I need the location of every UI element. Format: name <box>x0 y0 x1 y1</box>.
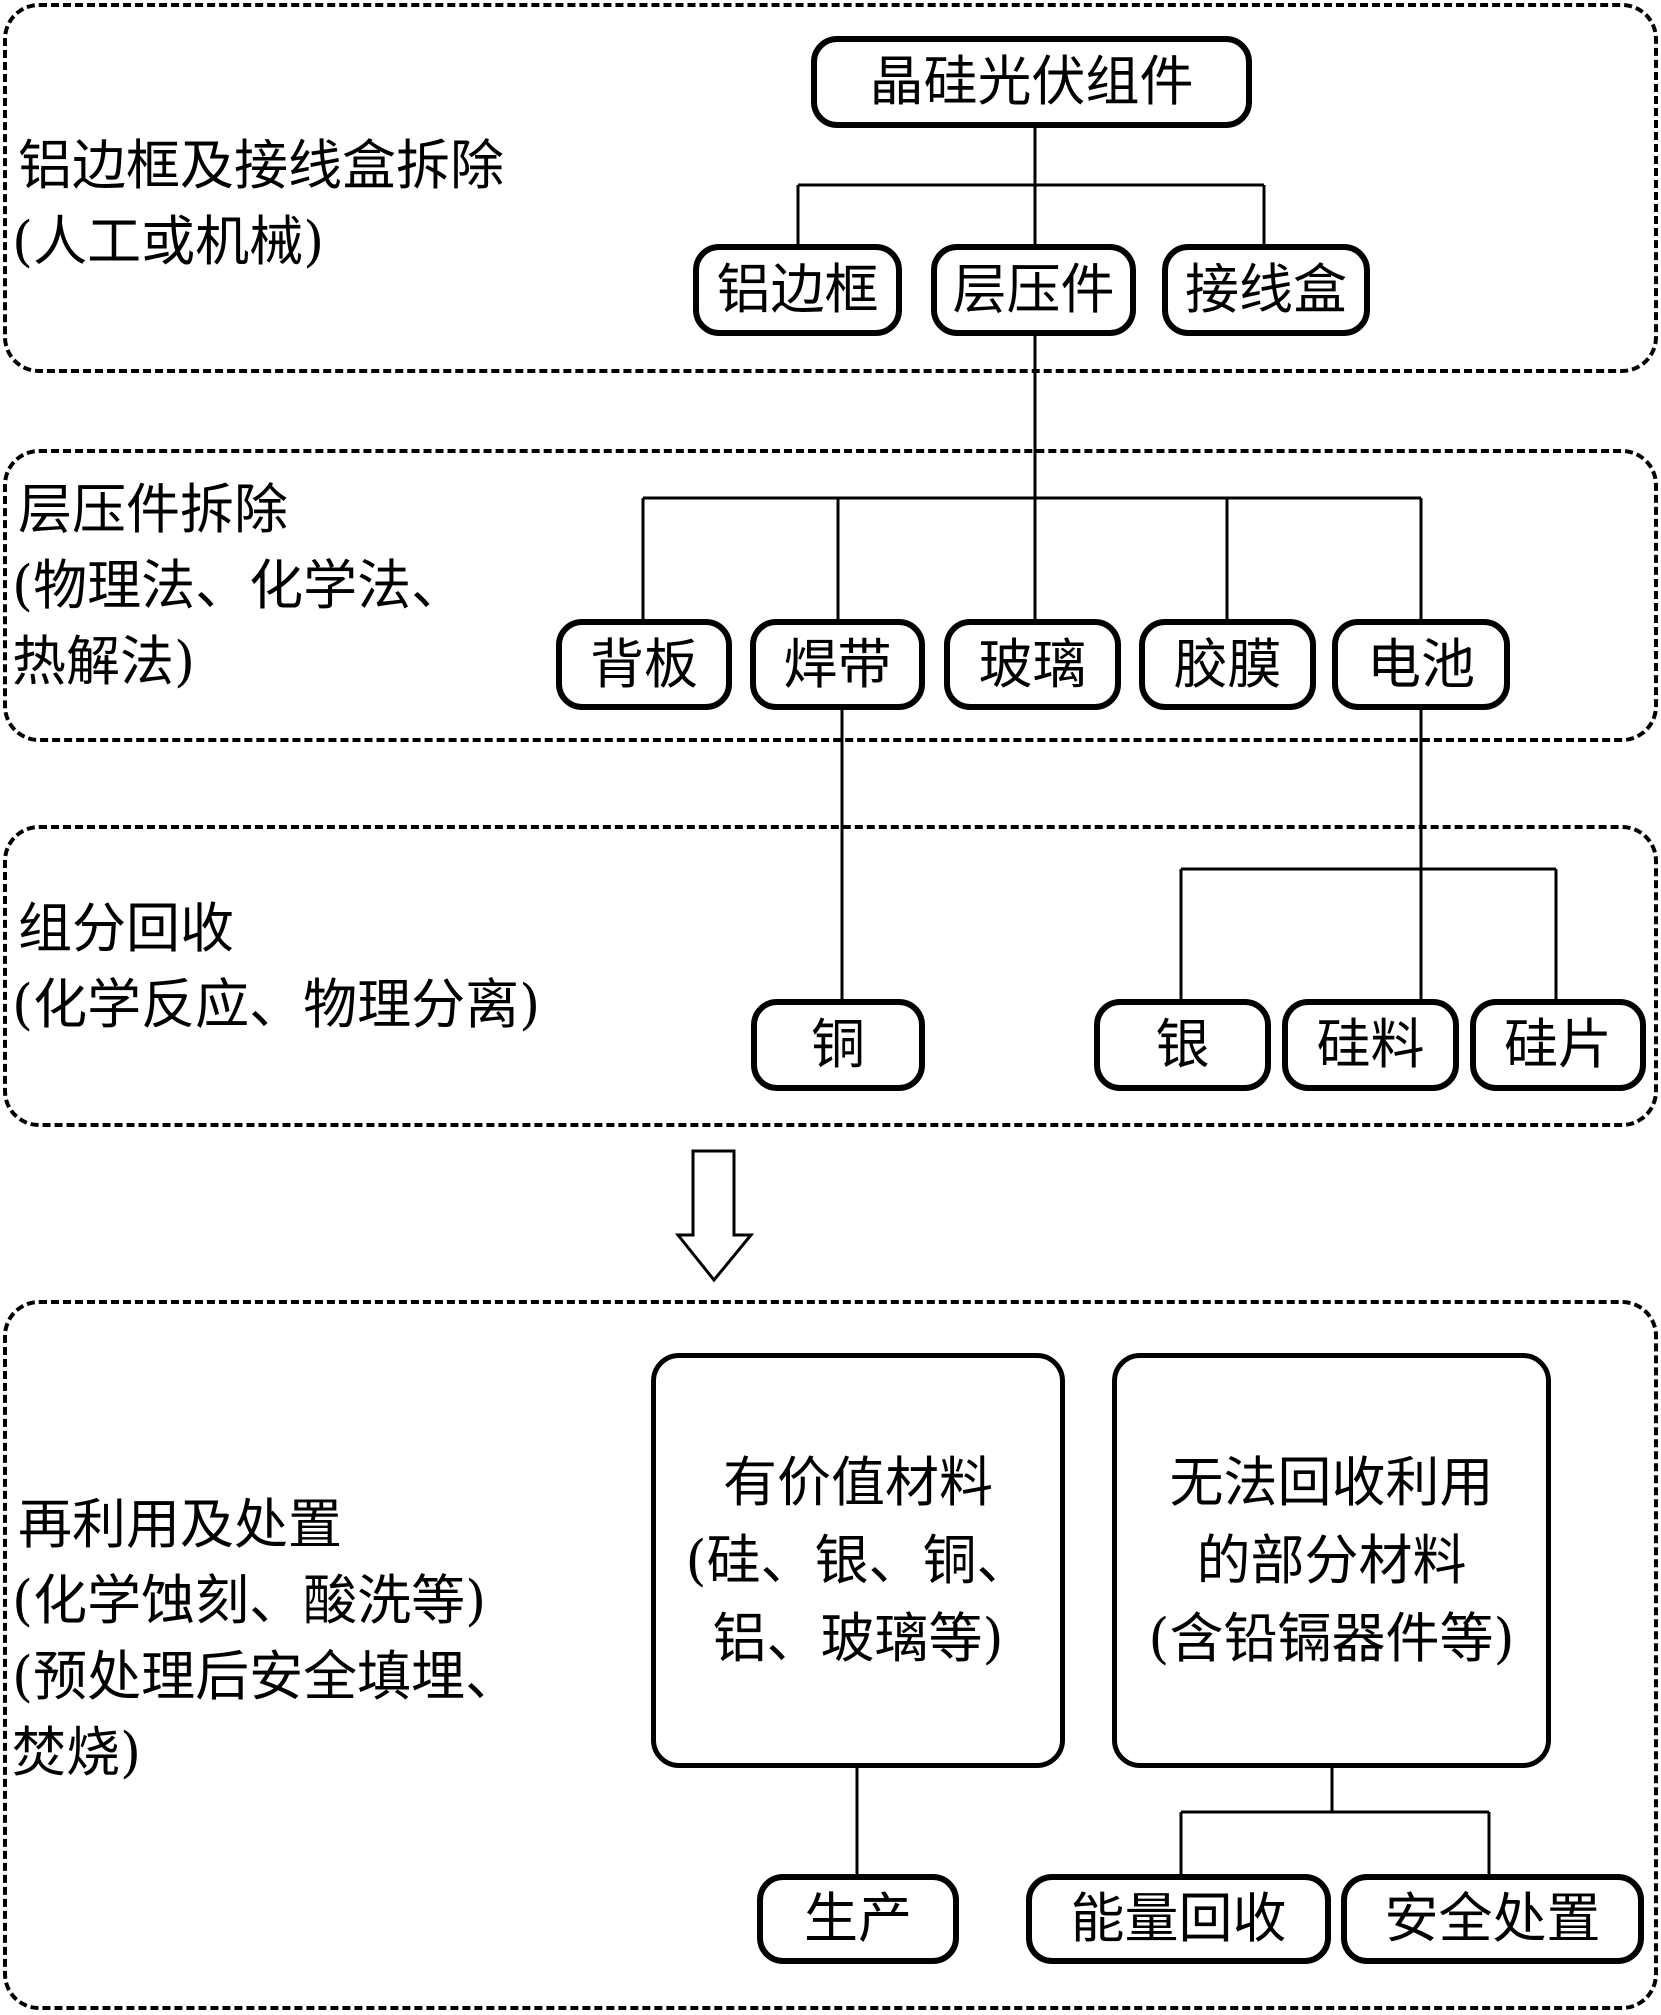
stage-1-title: 铝边框及接线盒拆除 <box>18 134 504 197</box>
node-silicon-material: 硅料 <box>1282 999 1459 1091</box>
node-production: 生产 <box>757 1874 959 1964</box>
node-junction-box: 接线盒 <box>1162 244 1370 336</box>
down-arrow-icon <box>674 1149 755 1283</box>
node-pv-module: 晶硅光伏组件 <box>811 36 1252 128</box>
node-film: 胶膜 <box>1139 619 1316 710</box>
stage-3-method: (化学反应、物理分离) <box>12 973 541 1036</box>
stage-2-title: 层压件拆除 <box>18 478 288 541</box>
stage-laminate-removal <box>3 449 1658 742</box>
stage-3-title: 组分回收 <box>18 897 234 960</box>
node-energy-recovery: 能量回收 <box>1026 1874 1331 1964</box>
stage-4-method: (化学蚀刻、酸洗等) (预处理后安全填埋、 焚烧) <box>12 1569 520 1784</box>
stage-component-recovery <box>3 825 1658 1127</box>
node-glass: 玻璃 <box>944 619 1121 710</box>
node-safe-disposal: 安全处置 <box>1341 1874 1644 1964</box>
node-laminate: 层压件 <box>931 244 1136 336</box>
node-copper: 铜 <box>751 999 925 1091</box>
stage-1-method: (人工或机械) <box>12 210 325 273</box>
stage-dismantle-frame <box>3 3 1658 373</box>
node-ribbon: 焊带 <box>750 619 925 710</box>
node-cell: 电池 <box>1332 619 1510 710</box>
node-valuable-materials: 有价值材料 (硅、银、铜、 铝、玻璃等) <box>651 1353 1065 1768</box>
node-backsheet: 背板 <box>556 619 732 710</box>
stage-reuse-disposal <box>3 1300 1658 2010</box>
node-silicon-wafer: 硅片 <box>1470 999 1646 1091</box>
stage-2-method: (物理法、化学法、 热解法) <box>12 554 466 693</box>
stage-4-title: 再利用及处置 <box>18 1493 342 1556</box>
node-silver: 银 <box>1094 999 1271 1091</box>
node-aluminum-frame: 铝边框 <box>693 244 902 336</box>
node-unrecyclable-materials: 无法回收利用 的部分材料 (含铅镉器件等) <box>1112 1353 1551 1768</box>
